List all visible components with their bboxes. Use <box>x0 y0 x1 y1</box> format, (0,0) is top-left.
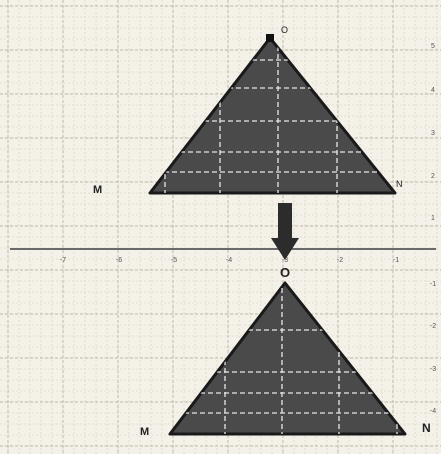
top-right-vertex-label: N <box>396 179 403 189</box>
bottom-right-vertex-label: N <box>422 421 431 435</box>
bottom-triangle-shape <box>168 281 407 436</box>
x-tick-label: -5 <box>171 257 177 264</box>
y-tick-label: -3 <box>430 366 436 373</box>
top-apex-marker <box>266 34 274 42</box>
top-triangle-shape <box>148 36 397 195</box>
y-tick-label: -4 <box>430 408 436 415</box>
y-tick-label: 5 <box>431 43 435 50</box>
down-arrow-icon <box>271 203 299 260</box>
x-tick-label: -4 <box>226 257 232 264</box>
top-apex-label: O <box>281 25 288 35</box>
top-left-vertex-label: M <box>93 184 102 196</box>
bottom-triangle: O M N <box>140 265 431 438</box>
x-axis-tick-labels: -7 -6 -5 -4 -3 -2 -1 <box>60 257 399 264</box>
x-tick-label: -7 <box>60 257 66 264</box>
x-tick-label: -3 <box>282 257 288 264</box>
x-tick-label: -1 <box>393 257 399 264</box>
x-tick-label: -2 <box>337 257 343 264</box>
y-tick-label: 3 <box>431 130 435 137</box>
y-tick-label: -1 <box>430 281 436 288</box>
y-tick-label: 1 <box>431 215 435 222</box>
bottom-left-vertex-label: M <box>140 426 149 438</box>
top-triangle: O M N <box>93 25 403 196</box>
x-tick-label: -6 <box>116 257 122 264</box>
y-tick-label: 4 <box>431 87 435 94</box>
bottom-apex-label: O <box>280 265 290 280</box>
y-tick-label: -2 <box>430 323 436 330</box>
y-axis-tick-labels: 5 4 3 2 1 -1 -2 -3 -4 <box>430 43 436 415</box>
y-tick-label: 2 <box>431 173 435 180</box>
